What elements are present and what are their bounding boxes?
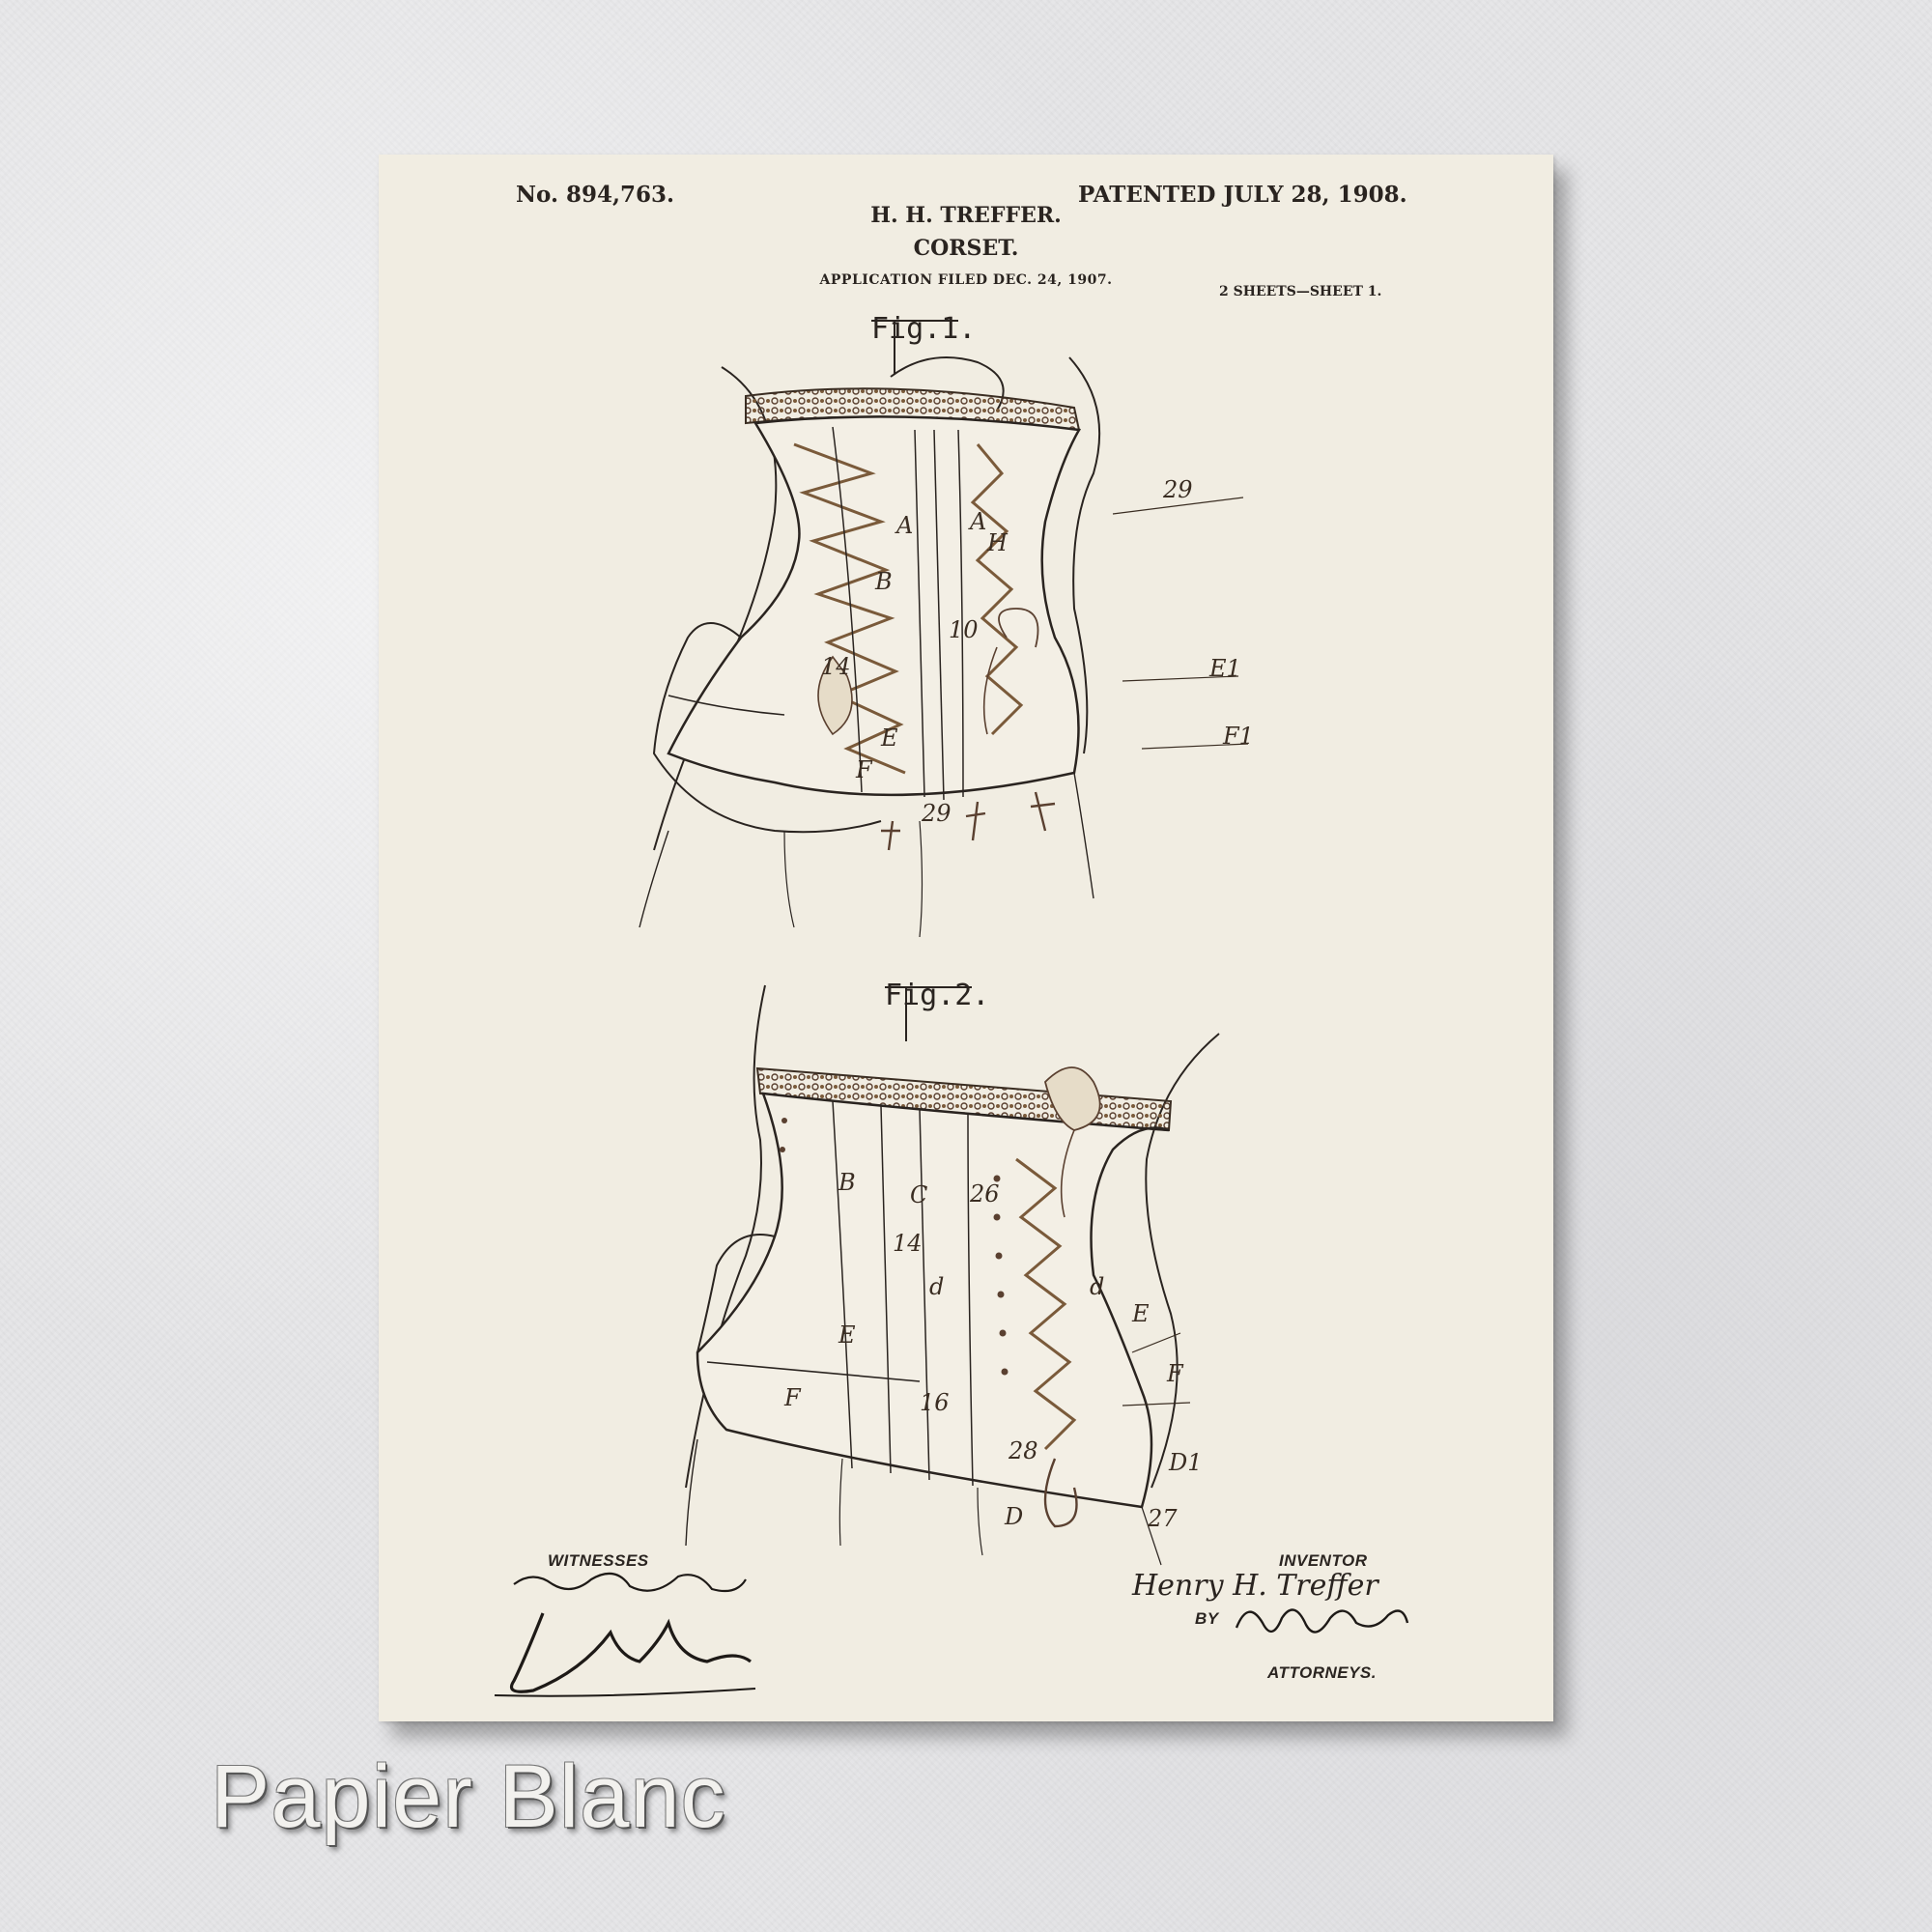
inventor-signature: Henry H. Treffer xyxy=(1132,1569,1378,1603)
svg-text:16: 16 xyxy=(920,1389,950,1416)
svg-text:E1: E1 xyxy=(1208,655,1241,682)
svg-text:E: E xyxy=(880,724,898,752)
svg-text:D1: D1 xyxy=(1168,1449,1203,1476)
svg-text:C: C xyxy=(910,1181,927,1208)
svg-text:A: A xyxy=(895,512,913,539)
patent-number: No. 894,763. xyxy=(516,182,675,208)
patent-title: CORSET. xyxy=(913,236,1019,261)
attorney-signature xyxy=(1235,1608,1409,1634)
svg-text:27: 27 xyxy=(1147,1505,1178,1532)
svg-text:B: B xyxy=(874,568,893,595)
svg-text:28: 28 xyxy=(1008,1437,1038,1464)
patent-inventor-header: H. H. TREFFER. xyxy=(870,203,1062,228)
patent-application-date: APPLICATION FILED DEC. 24, 1907. xyxy=(819,272,1113,288)
witness-signatures xyxy=(494,1572,756,1697)
svg-text:26: 26 xyxy=(969,1180,1000,1208)
svg-text:H: H xyxy=(986,529,1009,556)
witnesses-label: WITNESSES xyxy=(548,1551,649,1570)
fig1-reference-labels: A A B 14 E F 29 29 H 10 E1 F1 xyxy=(821,476,1254,827)
svg-text:F: F xyxy=(1166,1360,1184,1387)
svg-text:10: 10 xyxy=(949,616,979,643)
svg-text:F: F xyxy=(855,756,873,783)
svg-text:A: A xyxy=(968,508,986,535)
svg-text:F1: F1 xyxy=(1222,723,1254,750)
patent-sheets: 2 SHEETS—SHEET 1. xyxy=(1219,284,1382,299)
corset-drawing: Fig.1. xyxy=(494,312,1409,1697)
svg-text:29: 29 xyxy=(1162,476,1193,503)
svg-text:D: D xyxy=(1004,1503,1023,1530)
fig1-label: Fig.1. xyxy=(871,312,976,346)
patent-date: PATENTED JULY 28, 1908. xyxy=(1078,182,1407,208)
svg-text:d: d xyxy=(929,1273,944,1300)
by-label: BY xyxy=(1195,1609,1219,1628)
svg-text:14: 14 xyxy=(821,653,851,680)
fig2-reference-labels: B C 26 14 d d E E F F 16 D1 28 27 D xyxy=(783,1169,1203,1532)
paper-style-caption: Papier Blanc xyxy=(211,1747,726,1846)
figure-2: Fig.2. xyxy=(685,979,1220,1566)
svg-text:E: E xyxy=(838,1321,856,1349)
svg-text:E: E xyxy=(1131,1300,1150,1327)
svg-text:F: F xyxy=(783,1384,802,1411)
svg-text:d: d xyxy=(1090,1273,1104,1300)
figure-1: Fig.1. xyxy=(639,312,1254,938)
patent-print: No. 894,763. PATENTED JULY 28, 1908. H. … xyxy=(379,155,1553,1721)
inventor-label: INVENTOR xyxy=(1279,1551,1368,1570)
fig2-label: Fig.2. xyxy=(885,979,989,1012)
svg-text:B: B xyxy=(838,1169,856,1196)
attorneys-label: ATTORNEYS. xyxy=(1267,1663,1377,1682)
svg-text:29: 29 xyxy=(921,800,952,827)
svg-text:14: 14 xyxy=(893,1230,923,1257)
